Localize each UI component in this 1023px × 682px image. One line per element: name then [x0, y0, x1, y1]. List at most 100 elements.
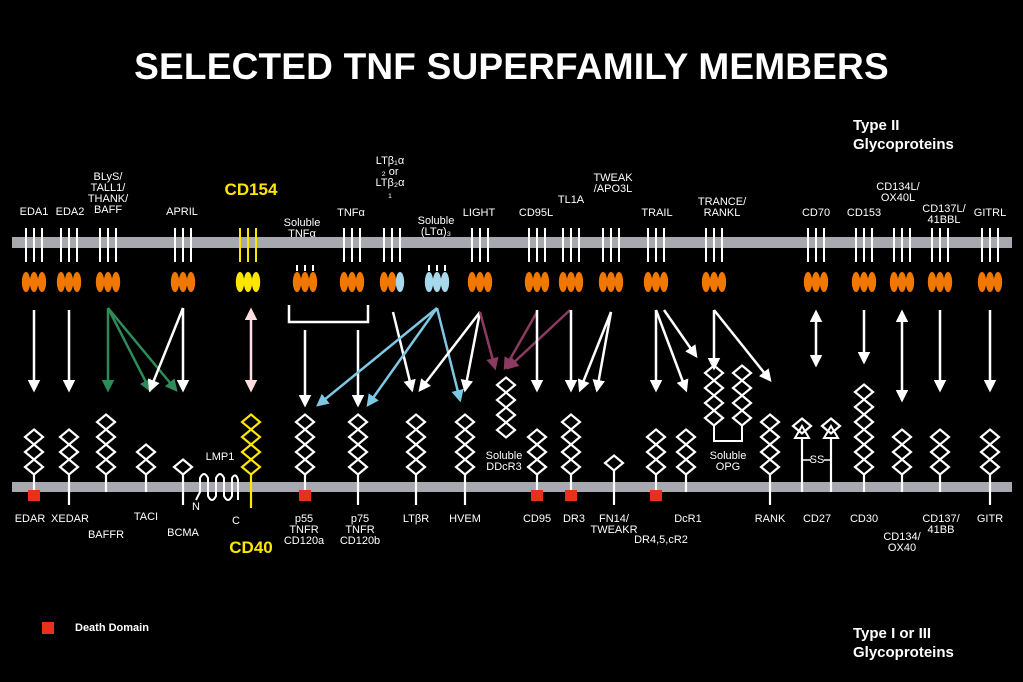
ligand-label-light: LIGHT — [462, 207, 496, 219]
receptor-crd-cd137 — [929, 443, 951, 461]
ligand-subunit-soluble-tnfa — [300, 272, 310, 292]
ligand-subunit-soluble-tnfa — [308, 272, 318, 292]
ligand-subunit-trail — [643, 272, 653, 292]
ligand-subunit-trail — [659, 272, 669, 292]
receptor-crd-cd137 — [929, 428, 951, 446]
receptor-label-cd27: CD27 — [802, 513, 832, 525]
receptor-crd-cd30 — [853, 443, 875, 461]
ligand-subunit-tnfa — [355, 272, 365, 292]
receptor-crd-dr3 — [560, 428, 582, 446]
ligand-label-soluble-lta3: Soluble(LTα)₃ — [417, 215, 455, 238]
ligand-subunit-light — [475, 272, 485, 292]
receptor-crd-dr4 — [645, 428, 667, 446]
death-domain-edar — [28, 490, 40, 501]
ligand-subunit-tnfa — [347, 272, 357, 292]
receptor-crd-ox40 — [891, 458, 913, 476]
receptor-label-bcma: BCMA — [167, 527, 199, 539]
receptor-crd-ltbr — [405, 413, 427, 431]
receptor-label-c: C — [232, 515, 240, 527]
receptor-crd-p55 — [294, 413, 316, 431]
ligand-label-trance: TRANCE/RANKL — [697, 196, 747, 219]
receptor-crd-dcr1 — [675, 458, 697, 476]
receptor-label-cd134-ox40: CD134/OX40 — [883, 531, 921, 554]
ligand-subunit-cd95l — [532, 272, 542, 292]
ligand-subunit-cd153 — [851, 272, 861, 292]
receptor-crd-cd95 — [526, 458, 548, 476]
receptor-crd-opg-a — [703, 409, 725, 427]
ligand-label-gitrl: GITRL — [973, 207, 1007, 219]
receptor-crd-opg-b — [731, 394, 753, 412]
ligand-label-tweak: TWEAK/APO3L — [593, 172, 633, 195]
ligand-label-eda1: EDA1 — [19, 206, 49, 218]
receptor-label-cd30: CD30 — [849, 513, 879, 525]
arrow-blys-taci — [106, 307, 152, 393]
receptor-crd-opg-b — [731, 364, 753, 382]
death-domain-dr3 — [565, 490, 577, 501]
receptor-crd-dr4 — [645, 458, 667, 476]
ligand-subunit-tweak — [614, 272, 624, 292]
receptor-crd-cd40 — [240, 413, 262, 431]
ligand-subunit-cd134l — [897, 272, 907, 292]
ligand-label-cd154: CD154 — [224, 180, 278, 199]
ligand-subunit-cd154 — [243, 272, 253, 292]
lower-membrane — [12, 482, 1012, 492]
ligand-subunit-blys — [95, 272, 105, 292]
ligand-subunit-tweak — [606, 272, 616, 292]
ligand-subunit-gitrl — [993, 272, 1003, 292]
receptor-crd-dr3 — [560, 413, 582, 431]
ligand-subunit-cd154 — [235, 272, 245, 292]
arrow-april-taci — [147, 307, 185, 393]
receptor-crd-cd137 — [929, 458, 951, 476]
ligand-subunit-april — [170, 272, 180, 292]
ligand-subunit-soluble-tnfa — [292, 272, 302, 292]
ligand-subunit-tweak — [598, 272, 608, 292]
receptor-label-cd95: CD95 — [522, 513, 552, 525]
receptor-crd-gitr — [979, 428, 1001, 446]
upper-membrane — [12, 237, 1012, 248]
death-domain-p55 — [299, 490, 311, 501]
ligand-subunit-cd153 — [867, 272, 877, 292]
receptor-crd-ox40 — [891, 428, 913, 446]
receptor-crd-xedar — [58, 443, 80, 461]
receptor-crd-hvem — [454, 443, 476, 461]
receptor-crd-ddcr3 — [495, 406, 517, 424]
receptor-label-dr3: DR3 — [562, 513, 586, 525]
cd27-triangle-a — [793, 424, 811, 439]
ligand-label-cd137l: CD137L/41BBL — [922, 203, 966, 226]
receptor-crd-cd95 — [526, 443, 548, 461]
lmp1-transmembrane — [195, 473, 239, 501]
ligand-subunit-cd95l — [524, 272, 534, 292]
arrow-light-ltbr — [418, 311, 481, 392]
arrow-trail-dcr2 — [662, 309, 698, 359]
receptor-label-baffr: BAFFR — [87, 529, 125, 541]
ligand-subunit-blys — [103, 272, 113, 292]
ligand-label-blys: BLyS/TALL1/THANK/BAFF — [87, 171, 129, 216]
receptor-crd-cd95 — [526, 428, 548, 446]
receptor-label-cd137-41bb: CD137/41BB — [922, 513, 960, 536]
ligand-subunit-soluble-lta3 — [440, 272, 450, 292]
ligand-subunit-cd137l — [935, 272, 945, 292]
receptor-crd-cd27-a — [791, 417, 813, 435]
opg-linker — [713, 425, 743, 442]
ligand-subunit-eda1 — [21, 272, 31, 292]
ligand-label-april: APRIL — [166, 206, 198, 218]
arrow-cd95l-ddcr3 — [503, 311, 539, 371]
receptor-crd-rank — [759, 443, 781, 461]
arrow-trance-rank — [713, 309, 772, 382]
receptor-crd-cd40 — [240, 428, 262, 446]
receptor-crd-cd27-b — [820, 417, 842, 435]
receptor-crd-dr3 — [560, 458, 582, 476]
receptor-crd-ox40 — [891, 443, 913, 461]
receptor-crd-rank — [759, 428, 781, 446]
ligand-subunit-cd137l — [943, 272, 953, 292]
ligand-subunit-trail — [651, 272, 661, 292]
receptor-crd-hvem — [454, 428, 476, 446]
receptor-label-xedar: XEDAR — [51, 513, 89, 525]
ligand-label-tl1a: TL1A — [557, 194, 585, 206]
receptor-crd-baffr — [95, 458, 117, 476]
